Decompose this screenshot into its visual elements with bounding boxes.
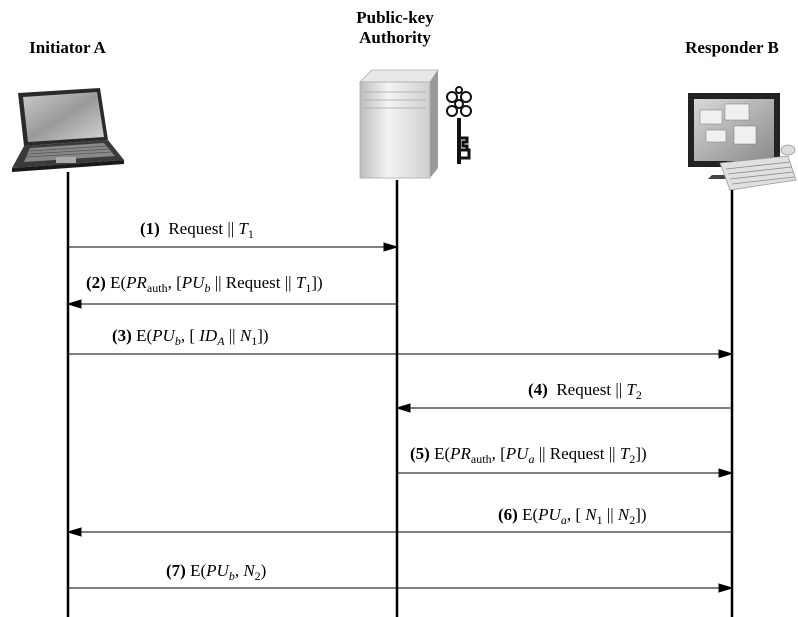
message-7-number: (7): [166, 561, 186, 580]
message-3-number: (3): [112, 326, 132, 345]
message-2: (2) E(PRauth, [PUb || Request || T1]): [86, 273, 323, 295]
message-4: (4) Request || T2: [528, 380, 642, 402]
arrow-5: [397, 468, 734, 478]
message-7: (7) E(PUb, N2): [166, 561, 267, 583]
arrow-2: [66, 299, 397, 309]
arrow-6: [66, 527, 732, 537]
server-icon: [359, 69, 439, 179]
laptop-icon: [12, 88, 124, 172]
message-6-number: (6): [498, 505, 518, 524]
desktop-computer-icon: [688, 93, 780, 179]
responder-label: Responder B: [685, 38, 779, 57]
message-1-number: (1): [140, 219, 160, 238]
message-5: (5) E(PRauth, [PUa || Request || T2]): [410, 444, 647, 466]
mouse-icon: [780, 144, 796, 156]
message-2-number: (2): [86, 273, 106, 292]
key-icon: [446, 86, 472, 164]
authority-label-line2: Authority: [359, 28, 431, 47]
keyboard-icon: [719, 155, 797, 191]
message-4-number: (4): [528, 380, 548, 399]
message-5-number: (5): [410, 444, 430, 463]
authority-label-line1: Public-key: [356, 8, 434, 27]
arrow-3: [68, 349, 734, 359]
authority-label: Public-key Authority: [330, 8, 460, 48]
arrow-7: [68, 583, 734, 593]
arrow-4: [395, 403, 732, 413]
initiator-label: Initiator A: [29, 38, 106, 57]
arrow-1: [68, 242, 399, 252]
message-3: (3) E(PUb, [ IDA || N1]): [112, 326, 269, 348]
message-1: (1) Request || T1: [140, 219, 254, 241]
message-6: (6) E(PUa, [ N1 || N2]): [498, 505, 647, 527]
